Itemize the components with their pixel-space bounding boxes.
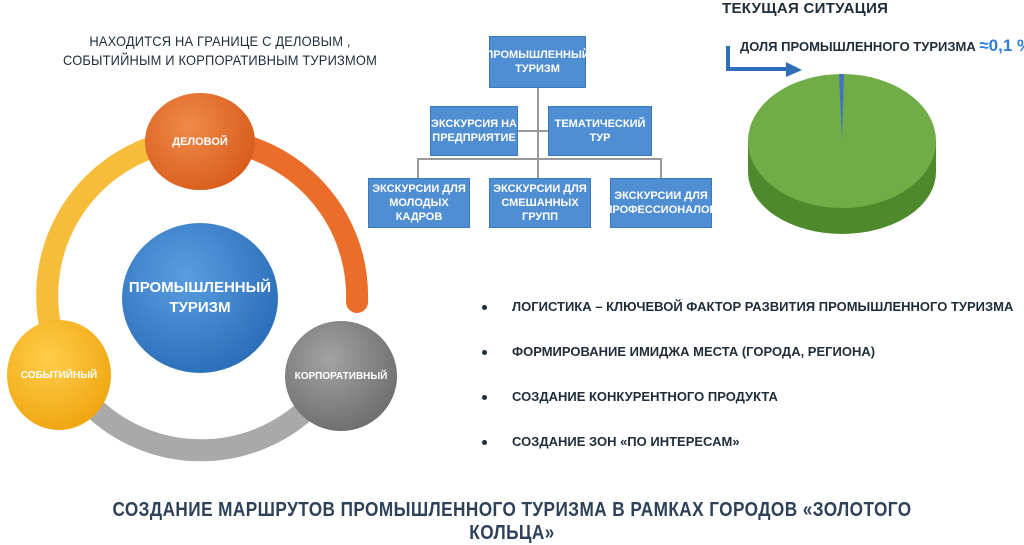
org-excursion-line2: ПРЕДПРИЯТИЕ — [432, 132, 516, 144]
ring-arc-gray — [73, 387, 329, 462]
center-circle-industrial-tourism: ПРОМЫШЛЕННЫЙ ТУРИЗМ — [122, 223, 278, 373]
org-leaf3-line2: ПРОФЕССИОНАЛОВ — [604, 204, 718, 216]
circle-event-label: СОБЫТИЙНЫЙ — [20, 369, 98, 381]
cycle-heading: НАХОДИТСЯ НА ГРАНИЦЕ С ДЕЛОВЫМ , СОБЫТИЙ… — [54, 32, 385, 70]
connector-mid — [512, 130, 548, 132]
center-label-line2: ТУРИЗМ — [169, 299, 231, 316]
bullet-dot — [482, 440, 487, 445]
org-leaf3-line1: ЭКСКУРСИИ ДЛЯ — [614, 190, 708, 202]
circle-business-label: ДЕЛОВОЙ — [172, 135, 228, 148]
pie-title: ТЕКУЩАЯ СИТУАЦИЯ — [722, 0, 889, 17]
pie-note-value: ≈0,1 % — [979, 36, 1024, 55]
pie-chart — [726, 46, 936, 234]
cycle-heading-line2: СОБЫТИЙНЫМ И КОРПОРАТИВНЫМ ТУРИЗМОМ — [62, 52, 378, 68]
pie-note-label: ДОЛЯ ПРОМЫШЛЕННОГО ТУРИЗМА — [740, 39, 976, 54]
slide-footer-title: СОЗДАНИЕ МАРШРУТОВ ПРОМЫШЛЕННОГО ТУРИЗМА… — [112, 499, 912, 544]
callout-arrow — [726, 46, 788, 71]
org-excursion-line1: ЭКСКУРСИЯ НА — [431, 118, 517, 130]
org-leaf-professionals-box: ЭКСКУРСИИ ДЛЯ ПРОФЕССИОНАЛОВ — [605, 178, 718, 228]
org-leaf-young-box: ЭКСКУРСИИ ДЛЯ МОЛОДЫХ КАДРОВ — [368, 178, 470, 228]
callout-arrowhead — [786, 62, 802, 77]
bullet-item: СОЗДАНИЕ ЗОН «ПО ИНТЕРЕСАМ» — [482, 427, 1013, 472]
bullet-item: ЛОГИСТИКА – КЛЮЧЕВОЙ ФАКТОР РАЗВИТИЯ ПРО… — [482, 292, 1013, 337]
org-thematic-tour-box: ТЕМАТИЧЕСКИЙ ТУР — [548, 106, 652, 156]
ring-arc-orange — [241, 137, 369, 313]
ring-arc-yellow — [36, 137, 161, 336]
bullet-text: ЛОГИСТИКА – КЛЮЧЕВОЙ ФАКТОР РАЗВИТИЯ ПРО… — [512, 299, 1014, 314]
org-thematic-tour-label: ТЕМАТИЧЕСКИЙ ТУР — [554, 118, 646, 144]
pie-note: ДОЛЯ ПРОМЫШЛЕННОГО ТУРИЗМА ≈0,1 % — [740, 36, 1024, 56]
circle-corporate-label: КОРПОРАТИВНЫЙ — [294, 370, 388, 382]
bullet-text: ФОРМИРОВАНИЕ ИМИДЖА МЕСТА (ГОРОДА, РЕГИО… — [512, 344, 876, 359]
connector-leaf3 — [660, 158, 662, 178]
pie-slice-industrial — [839, 74, 844, 141]
bullet-dot — [482, 305, 487, 310]
bullet-text: СОЗДАНИЕ КОНКУРЕНТНОГО ПРОДУКТА — [512, 389, 778, 404]
org-leaf2-line1: ЭКСКУРСИИ ДЛЯ — [493, 183, 587, 195]
circle-corporate: КОРПОРАТИВНЫЙ — [285, 321, 397, 431]
org-leaf1-line2: МОЛОДЫХ КАДРОВ — [389, 197, 449, 223]
connector-leaf2 — [537, 158, 539, 178]
bullet-dot — [482, 350, 487, 355]
org-root-line1: ПРОМЫШЛЕННЫЙ — [485, 49, 590, 61]
bullet-item: СОЗДАНИЕ КОНКУРЕНТНОГО ПРОДУКТА — [482, 382, 1013, 427]
org-leaf-mixed-box: ЭКСКУРСИИ ДЛЯ СМЕШАННЫХ ГРУПП — [489, 178, 591, 228]
center-label-line1: ПРОМЫШЛЕННЫЙ — [128, 279, 272, 296]
bullet-item: ФОРМИРОВАНИЕ ИМИДЖА МЕСТА (ГОРОДА, РЕГИО… — [482, 337, 1013, 382]
bullet-text: СОЗДАНИЕ ЗОН «ПО ИНТЕРЕСАМ» — [512, 434, 740, 449]
bullet-dot — [482, 395, 487, 400]
org-leaf2-line2: СМЕШАННЫХ ГРУПП — [501, 197, 579, 223]
connector-leaf1 — [417, 158, 419, 178]
org-leaf1-line1: ЭКСКУРСИИ ДЛЯ — [372, 183, 466, 195]
org-root-line2: ТУРИЗМ — [515, 63, 560, 75]
org-root-box: ПРОМЫШЛЕННЫЙ ТУРИЗМ — [485, 36, 590, 88]
cycle-ring — [36, 137, 369, 462]
circle-business: ДЕЛОВОЙ — [145, 93, 255, 190]
bullet-list: ЛОГИСТИКА – КЛЮЧЕВОЙ ФАКТОР РАЗВИТИЯ ПРО… — [482, 292, 1013, 472]
cycle-heading-line1: НАХОДИТСЯ НА ГРАНИЦЕ С ДЕЛОВЫМ , — [89, 33, 351, 49]
org-excursion-enterprise-box: ЭКСКУРСИЯ НА ПРЕДПРИЯТИЕ — [430, 106, 518, 156]
connector-horizontal — [417, 158, 661, 160]
connector-root — [537, 88, 539, 158]
circle-event: СОБЫТИЙНЫЙ — [7, 320, 111, 430]
